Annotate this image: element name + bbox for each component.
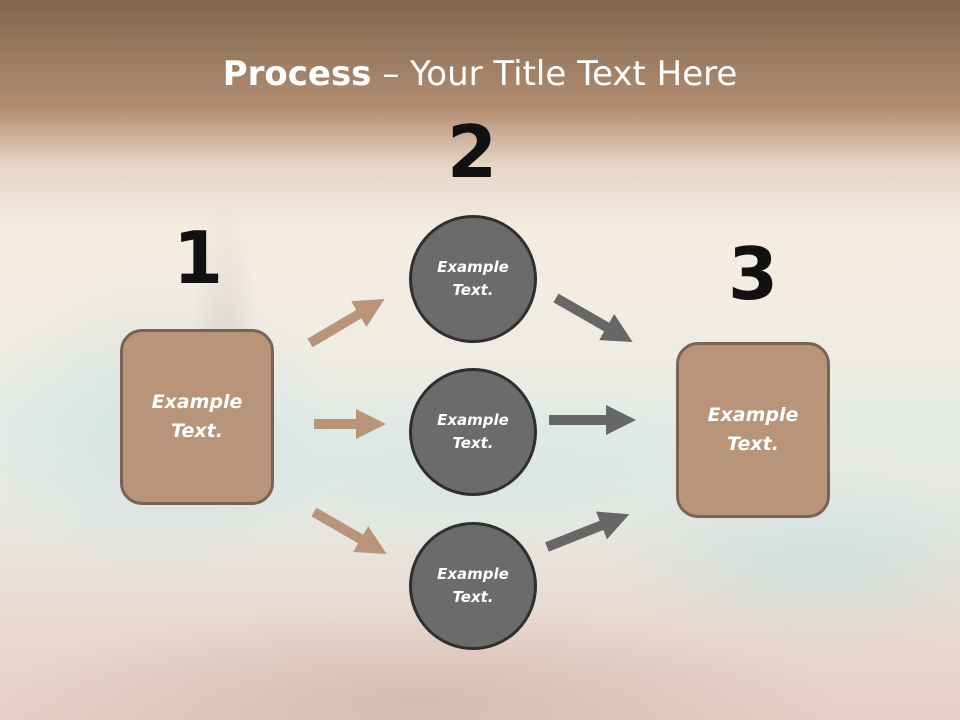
slide-title: Process – Your Title Text Here — [0, 52, 960, 96]
step-2-circle-top: Example Text. — [409, 215, 537, 343]
step-2-circle-top-text: Example Text. — [437, 258, 509, 299]
step-2-circle-middle-text: Example Text. — [437, 411, 509, 452]
step-2-number: 2 — [446, 110, 498, 194]
arrow-from-bottom-circle — [545, 511, 630, 552]
step-2-circle-middle: Example Text. — [409, 368, 537, 496]
step-3-number: 3 — [727, 232, 779, 316]
arrow-to-top-circle — [307, 298, 385, 348]
arrow-from-top-circle — [553, 293, 633, 342]
arrow-to-bottom-circle — [311, 507, 387, 555]
step-3-box: Example Text. — [676, 342, 830, 518]
title-rest: – Your Title Text Here — [371, 54, 738, 94]
step-1-number: 1 — [172, 216, 224, 300]
step-1-box: Example Text. — [120, 329, 274, 505]
title-bold: Process — [222, 54, 372, 94]
step-1-text: Example Text. — [151, 391, 243, 442]
step-3-text: Example Text. — [707, 404, 799, 455]
step-2-circle-bottom-text: Example Text. — [437, 565, 509, 606]
step-2-circle-bottom: Example Text. — [409, 522, 537, 650]
